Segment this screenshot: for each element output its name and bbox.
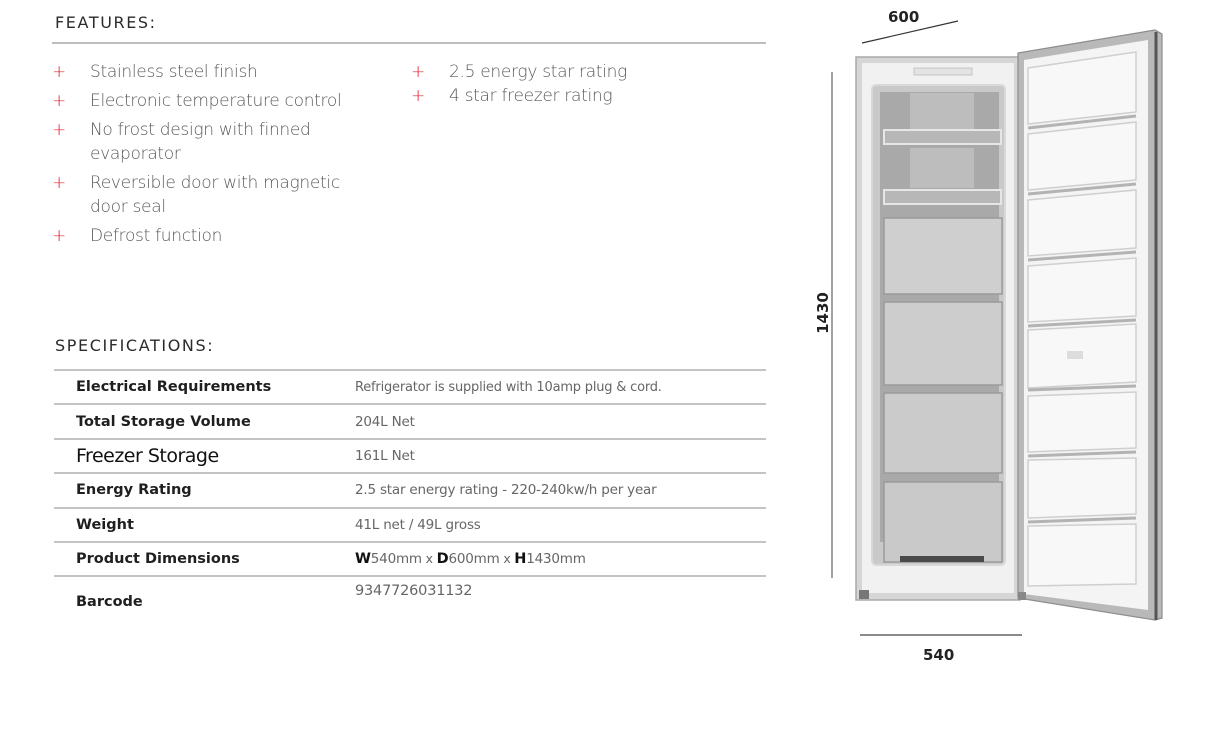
features-list-right: +2.5 energy star rating +4 star freezer …: [411, 60, 751, 113]
spec-label: Weight: [76, 516, 134, 533]
feature-item: +No frost design with finned evaporator: [52, 120, 311, 164]
spec-value: 41L net / 49L gross: [355, 516, 481, 533]
spec-label: Product Dimensions: [76, 551, 240, 568]
plus-icon: +: [52, 173, 66, 193]
depth-dimension-label: 600: [888, 8, 920, 26]
spec-label: Freezer Storage: [76, 444, 219, 467]
freezer-drawing-icon: [831, 20, 1163, 636]
spec-value: 2.5 star energy rating - 220-240kw/h per…: [355, 482, 657, 499]
spec-value: 204L Net: [355, 413, 415, 430]
plus-icon: +: [52, 120, 66, 140]
spec-value-dimensions: W540mm x D600mm x H1430mm: [355, 551, 586, 568]
plus-icon: +: [411, 62, 425, 82]
features-list-left: +Stainless steel finish +Electronic temp…: [52, 60, 392, 253]
spec-row: Weight 41L net / 49L gross: [54, 507, 766, 542]
spec-row: Freezer Storage 161L Net: [54, 438, 766, 473]
spec-row: Electrical Requirements Refrigerator is …: [54, 370, 766, 404]
spec-label: Energy Rating: [76, 482, 192, 499]
plus-icon: +: [52, 62, 66, 82]
feature-item: +Stainless steel finish: [52, 62, 258, 82]
spec-label: Total Storage Volume: [76, 413, 251, 430]
spec-value: Refrigerator is supplied with 10amp plug…: [355, 379, 662, 395]
features-divider: [52, 42, 766, 44]
plus-icon: +: [52, 226, 66, 246]
freezer-illustration: 600 1430 540: [800, 0, 1214, 700]
plus-icon: +: [52, 91, 66, 111]
spec-value: 9347726031132: [355, 583, 473, 600]
feature-item: +2.5 energy star rating: [411, 62, 627, 82]
features-heading: FEATURES:: [55, 13, 157, 32]
width-dimension-label: 540: [923, 646, 955, 664]
spec-row: Energy Rating 2.5 star energy rating - 2…: [54, 473, 766, 507]
specifications-heading: SPECIFICATIONS:: [55, 336, 215, 355]
spec-row: Product Dimensions W540mm x D600mm x H14…: [54, 541, 766, 576]
feature-item: +Defrost function: [52, 226, 223, 246]
spec-row: Barcode 9347726031132: [54, 576, 766, 612]
specifications-table: Electrical Requirements Refrigerator is …: [54, 369, 766, 612]
spec-value: 161L Net: [355, 447, 415, 464]
spec-label: Barcode: [76, 594, 143, 611]
spec-row: Total Storage Volume 204L Net: [54, 404, 766, 438]
feature-item: +Electronic temperature control: [52, 91, 342, 111]
feature-item: +4 star freezer rating: [411, 86, 613, 106]
spec-label: Electrical Requirements: [76, 379, 272, 396]
plus-icon: +: [411, 86, 425, 106]
feature-item: +Reversible door with magnetic door seal: [52, 173, 340, 217]
height-dimension-label: 1430: [813, 292, 832, 334]
